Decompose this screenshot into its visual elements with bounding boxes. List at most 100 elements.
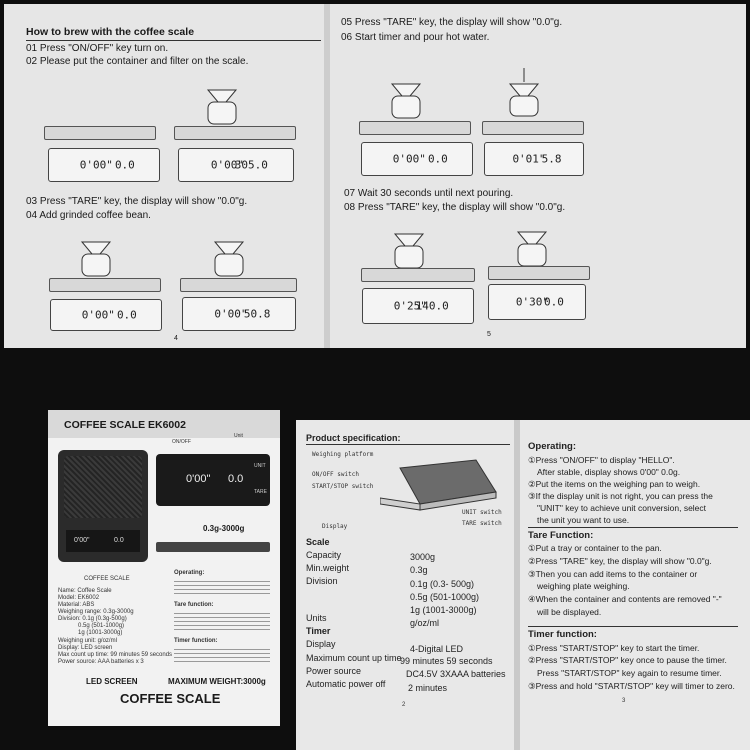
spec-timer-label: Timer <box>306 626 331 636</box>
range-label: 0.3g-3000g <box>203 524 245 533</box>
callout-onoff: ON/OFF switch <box>312 471 359 478</box>
box-tare-heading: Tare function: <box>174 602 214 608</box>
manual-spread: Product specification: Weighing platform… <box>296 420 750 750</box>
timer-line: ②Press "START/STOP" key once to pause th… <box>528 655 727 665</box>
spec-autooff-value: 2 minutes <box>408 683 448 693</box>
timer-line: ①Press "START/STOP" key to start the tim… <box>528 643 700 653</box>
operating-line: ②Put the items on the weighing pan to we… <box>528 479 701 489</box>
carafe-dripper-icon <box>202 88 242 126</box>
spec-division-value: 1g (1001-3000g) <box>410 605 477 615</box>
carafe-dripper-icon <box>512 230 552 268</box>
display-5: 0'00"0.0 <box>361 142 473 176</box>
callout-startstop: START/STOP switch <box>312 483 374 490</box>
scale-illustration <box>482 121 584 135</box>
small-lcd: 0'00" 0.0 <box>66 530 140 552</box>
timer-line: Press "START/STOP" key again to resume t… <box>537 668 722 678</box>
spec-autooff-label: Automatic power off <box>306 679 386 689</box>
display-6: 0'01"5.8 <box>484 142 584 176</box>
spec-line: 0.5g (501-1000g) <box>78 623 125 629</box>
booklet-spine <box>324 4 330 348</box>
tare-heading: Tare Function: <box>528 530 594 541</box>
timer-rule <box>528 626 738 628</box>
operating-line: "UNIT" key to achieve unit conversion, s… <box>537 503 707 513</box>
timer-line: ③Press and hold "START/STOP" key will ti… <box>528 681 735 691</box>
operating-line: ①Press "ON/OFF" to display "HELLO". <box>528 455 675 465</box>
spec-minweight-value: 0.3g <box>410 565 428 575</box>
scale-diagram <box>379 454 500 512</box>
spec-minweight-label: Min.weight <box>306 563 350 573</box>
box-timer-heading: Timer function: <box>174 638 218 644</box>
box-title-bar <box>48 410 280 438</box>
footer-coffee-scale: COFFEE SCALE <box>120 691 221 706</box>
spec-line: 1g (1001-3000g) <box>78 630 123 636</box>
display-2: 0'00"305.0 <box>178 148 294 182</box>
step-02: 02 Please put the container and filter o… <box>26 56 249 67</box>
spec-division-label: Division <box>306 576 338 586</box>
spec-line: Material: ABS <box>58 602 95 608</box>
operating-heading: Operating: <box>528 441 577 452</box>
spec-units-value: g/oz/ml <box>410 618 440 628</box>
scale-illustration <box>361 268 475 282</box>
operating-line: ③If the display unit is not right, you c… <box>528 491 713 501</box>
spec-line: Weighing range: 0.3g-3000g <box>58 609 134 615</box>
spec-units-label: Units <box>306 613 327 623</box>
step-03: 03 Press "TARE" key, the display will sh… <box>26 196 248 207</box>
scale-photo: 0'00" 0.0 <box>58 450 148 562</box>
spec-scale-label: Scale <box>306 537 330 547</box>
panel-closeup: 0'00" 0.0 UNIT TARE <box>156 454 270 506</box>
operating-line: After stable, display shows 0'00" 0.0g. <box>537 467 681 477</box>
spec-line: Max count up time: 99 minutes 59 seconds <box>58 652 173 658</box>
scale-illustration <box>44 126 156 140</box>
spec-display-value: 4-Digital LED <box>410 644 464 654</box>
spec-line: Name: Coffee Scale <box>58 588 112 594</box>
tray-illustration <box>156 542 270 552</box>
tare-rule <box>528 527 738 529</box>
spec-power-label: Power source <box>306 666 362 676</box>
page-number: 4 <box>174 335 178 342</box>
spec-maxcount-label: Maximum count up time <box>306 653 402 663</box>
spec-capacity-value: 3000g <box>410 552 436 562</box>
tare-line: ①Put a tray or container to the pan. <box>528 543 662 553</box>
callout-display: Display <box>322 523 348 530</box>
product-box: COFFEE SCALE EK6002 0'00" 0.0 0'00" 0.0 … <box>48 410 280 726</box>
footer-led: LED SCREEN <box>86 677 138 686</box>
page-number: 5 <box>487 331 491 338</box>
display-1: 0'00"0.0 <box>48 148 160 182</box>
display-3: 0'00"0.0 <box>50 299 162 331</box>
step-06: 06 Start timer and pour hot water. <box>341 32 490 43</box>
spec-division-value: 0.1g (0.3- 500g) <box>410 579 475 589</box>
step-08: 08 Press "TARE" key, the display will sh… <box>344 202 566 213</box>
spec-line: Power source: AAA batteries x 3 <box>58 659 144 665</box>
box-timer-text <box>174 646 270 664</box>
box-title: COFFEE SCALE EK6002 <box>64 419 186 431</box>
kettle-pour-icon <box>504 68 544 118</box>
carafe-dripper-icon <box>389 232 429 270</box>
spec-line: Weighing unit: g/oz/ml <box>58 638 117 644</box>
tare-line: ③Then you can add items to the container… <box>528 569 698 579</box>
brew-heading: How to brew with the coffee scale <box>26 26 195 38</box>
step-01: 01 Press "ON/OFF" key turn on. <box>26 43 169 54</box>
spec-line: Display: LED screen <box>58 645 113 651</box>
carafe-dripper-icon <box>209 236 249 278</box>
manual-spine <box>514 420 520 750</box>
step-07: 07 Wait 30 seconds until next pouring. <box>344 188 514 199</box>
spec-line: Model: EK6002 <box>58 595 100 601</box>
scale-with-dripper <box>174 126 296 140</box>
scale-illustration <box>49 278 161 292</box>
step-04: 04 Add grinded coffee bean. <box>26 210 151 221</box>
tare-line: will be displayed. <box>537 607 602 617</box>
callout-platform: Weighing platform <box>312 451 374 458</box>
spec-power-value: DC4.5V 3XAAA batteries <box>406 669 506 679</box>
panel-label-onoff: ON/OFF <box>172 439 191 445</box>
panel-label-unit: Unit <box>234 433 243 439</box>
spec-division-value: 0.5g (501-1000g) <box>410 592 480 602</box>
box-tare-text <box>174 610 270 632</box>
small-label: COFFEE SCALE <box>84 576 130 582</box>
spec-heading: Product specification: <box>306 433 401 443</box>
display-7: 0'25"140.0 <box>362 288 474 324</box>
top-booklet: How to brew with the coffee scale 01 Pre… <box>4 4 746 348</box>
spec-capacity-label: Capacity <box>306 550 342 560</box>
tare-line: ②Press "TARE" key, the display will show… <box>528 556 712 566</box>
spec-display-label: Display <box>306 639 336 649</box>
spec-heading-rule <box>306 444 510 446</box>
